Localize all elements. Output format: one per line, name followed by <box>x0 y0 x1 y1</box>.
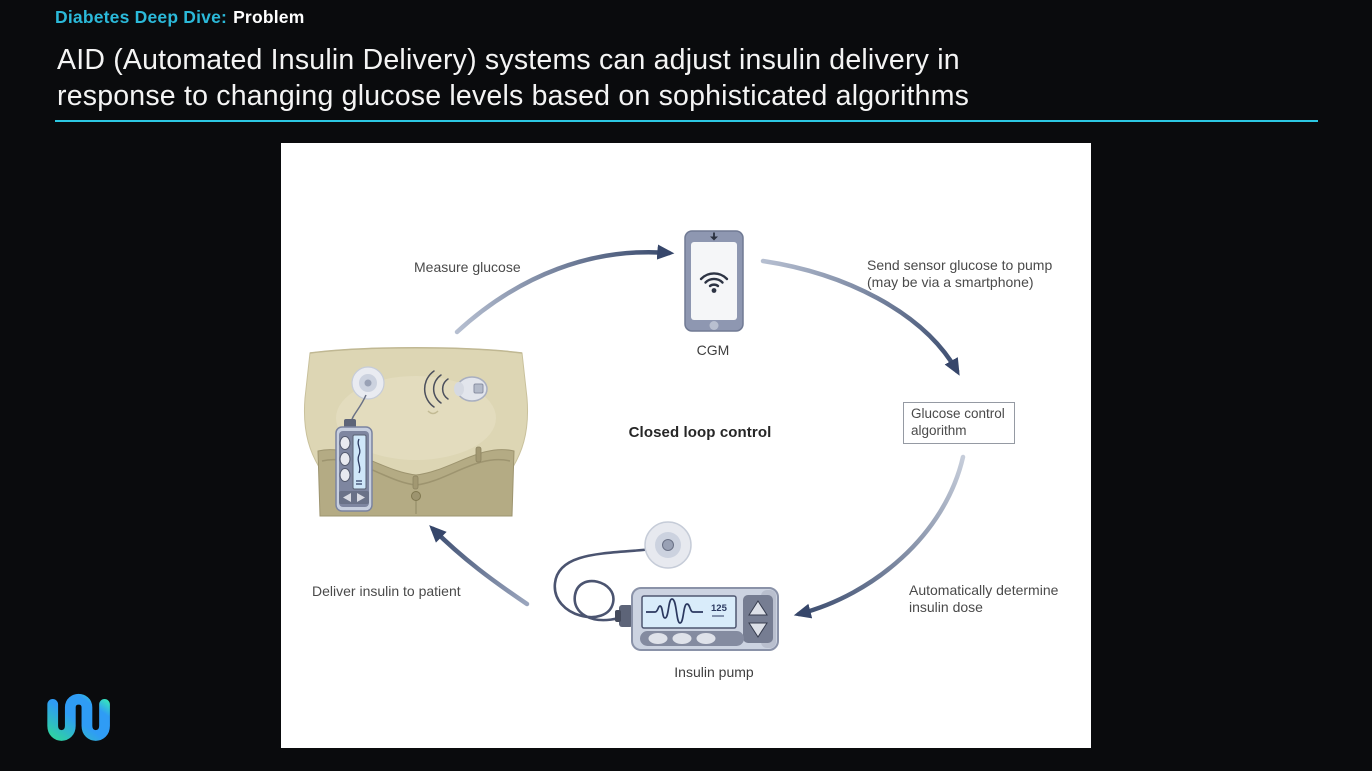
title-line-2: response to changing glucose levels base… <box>57 80 970 112</box>
send-glucose-line2: (may be via a smartphone) <box>867 274 1034 290</box>
determine-dose-label: Automatically determine insulin dose <box>909 582 1058 616</box>
wifi-icon <box>699 272 729 288</box>
kicker-rest: Problem <box>233 7 305 27</box>
glucose-waveform <box>646 598 703 624</box>
closed-loop-control-label: Closed loop control <box>628 424 772 441</box>
determine-line2: insulin dose <box>909 599 983 615</box>
pants-button <box>411 491 421 501</box>
insulin-pump-icon: 125 <box>553 521 779 651</box>
title-line-1: AID (Automated Insulin Delivery) systems… <box>57 44 960 76</box>
wireless-signal-icon <box>423 370 449 408</box>
patient-body-illustration <box>303 347 529 517</box>
pump-button-1 <box>648 633 668 644</box>
glucose-control-algorithm-box: Glucose control algorithm <box>903 402 1015 444</box>
pump-down-button <box>748 622 768 638</box>
body-infusion-patch-icon <box>351 366 385 400</box>
determine-line1: Automatically determine <box>909 582 1059 598</box>
deliver-insulin-label: Deliver insulin to patient <box>312 583 461 599</box>
algorithm-line1: Glucose control <box>911 406 1005 421</box>
algorithm-line2: algorithm <box>911 422 967 438</box>
send-glucose-label: Send sensor glucose to pump (may be via … <box>867 257 1052 291</box>
pump-button-3 <box>696 633 716 644</box>
title-underline <box>55 120 1318 122</box>
infusion-set-icon <box>644 521 692 569</box>
worn-pump-icon <box>335 419 373 512</box>
kicker-highlight: Diabetes Deep Dive: <box>55 7 228 27</box>
send-glucose-line1: Send sensor glucose to pump <box>867 257 1053 273</box>
page-title: AID (Automated Insulin Delivery) systems… <box>57 42 969 114</box>
pump-tubing <box>553 545 670 622</box>
closed-loop-diagram: CGM Measure glucose Send sensor glucose … <box>281 143 1091 748</box>
pump-screen <box>641 595 737 629</box>
slide-kicker: Diabetes Deep Dive:Problem <box>55 7 304 28</box>
brand-wave-logo <box>47 693 110 741</box>
cgm-smartphone-icon <box>684 230 744 332</box>
cgm-label: CGM <box>696 342 730 358</box>
measure-glucose-label: Measure glucose <box>414 259 521 275</box>
pump-button-2 <box>672 633 692 644</box>
pump-display-value: 125 <box>711 603 728 614</box>
pump-up-button <box>748 600 768 616</box>
body-cgm-sensor-icon <box>454 376 488 402</box>
insulin-pump-label: Insulin pump <box>674 664 754 680</box>
